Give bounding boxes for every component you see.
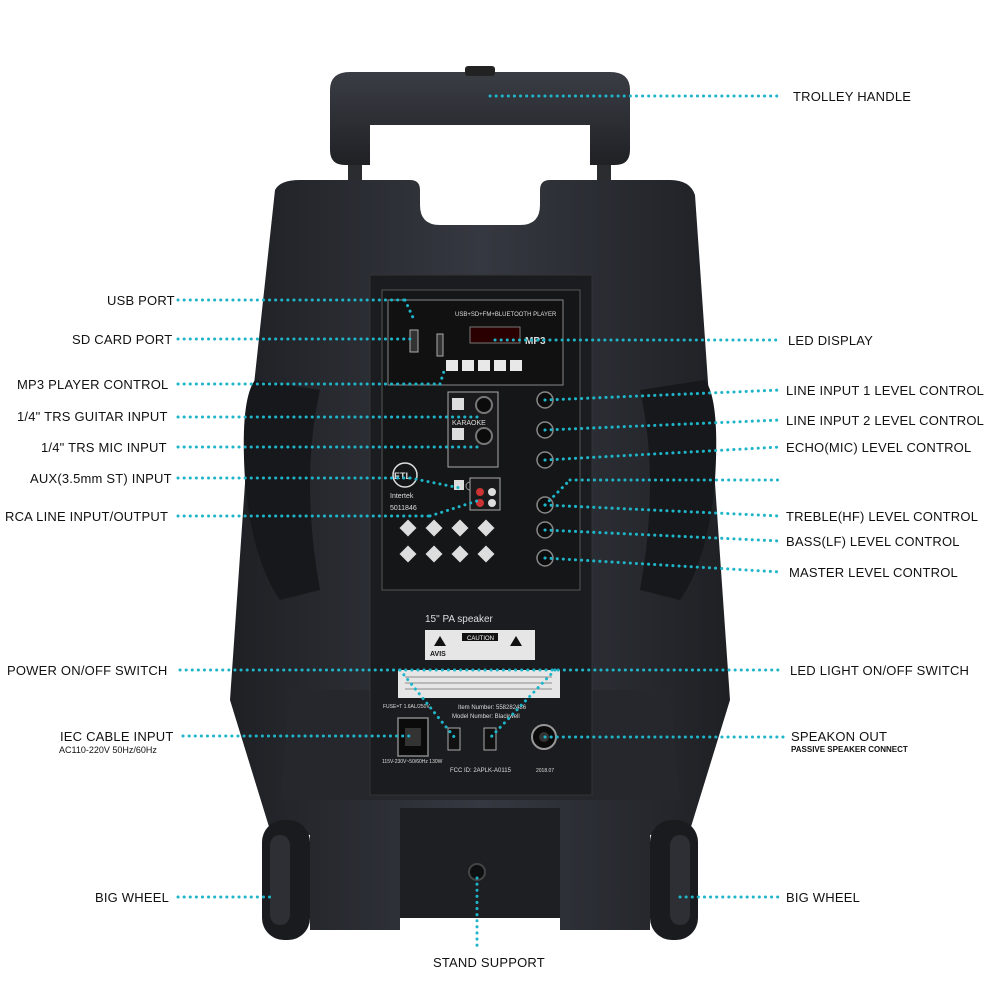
panel-date-text: 2018.07 (536, 768, 554, 774)
panel-modelno-text: Model Number: Blackwell (452, 714, 520, 720)
panel-etl-text: 5011846 (390, 505, 417, 512)
label-line2-level: LINE INPUT 2 LEVEL CONTROL (786, 413, 985, 428)
panel-karaoke-text: KARAOKE (452, 420, 486, 427)
label-iec-input: IEC CABLE INPUT (60, 729, 174, 744)
wheel-left (262, 820, 310, 940)
label-led-light-switch: LED LIGHT ON/OFF SWITCH (790, 663, 970, 678)
label-line1-level: LINE INPUT 1 LEVEL CONTROL (786, 383, 985, 398)
label-master-level: MASTER LEVEL CONTROL (789, 565, 958, 580)
label-stand-support: STAND SUPPORT (433, 955, 545, 970)
panel-mp3-text: MP3 (525, 336, 546, 347)
label-power-switch: POWER ON/OFF SWITCH (7, 663, 168, 678)
label-iec-input-sub: AC110-220V 50Hz/60Hz (59, 745, 157, 755)
label-sd-card-port: SD CARD PORT (72, 332, 173, 347)
label-guitar-input: 1/4" TRS GUITAR INPUT (17, 409, 168, 424)
wheel-right (650, 820, 698, 940)
panel-model-text: 15" PA speaker (425, 614, 494, 625)
label-aux-input: AUX(3.5mm ST) INPUT (30, 471, 172, 486)
svg-text:ETL: ETL (394, 471, 412, 481)
stand-socket (400, 808, 560, 918)
label-led-display: LED DISPLAY (788, 333, 874, 348)
label-big-wheel-right: BIG WHEEL (786, 890, 861, 905)
label-echo-level: ECHO(MIC) LEVEL CONTROL (786, 440, 972, 455)
panel-intertek-text: Intertek (390, 493, 414, 500)
label-trolley-handle: TROLLEY HANDLE (793, 89, 912, 104)
panel-caution-text: CAUTION (467, 636, 494, 642)
label-treble-level: TREBLE(HF) LEVEL CONTROL (786, 509, 979, 524)
panel-avis-text: AVIS (430, 651, 446, 658)
callout-leaders (176, 94, 787, 952)
panel-player-text: USB+SD+FM+BLUETOOTH PLAYER (455, 312, 557, 318)
label-speakon-out-sub: PASSIVE SPEAKER CONNECT (791, 745, 908, 754)
label-mic-input: 1/4" TRS MIC INPUT (41, 440, 167, 455)
panel-fuse-text: FUSE=T 1.6AL/250V (383, 704, 430, 710)
label-big-wheel-left: BIG WHEEL (95, 890, 170, 905)
panel-rating-text: 115V-230V~50/60Hz 130W (382, 759, 443, 765)
label-usb-port: USB PORT (107, 293, 175, 308)
panel-item-text: Item Number: 558282486 (458, 705, 527, 711)
label-bass-level: BASS(LF) LEVEL CONTROL (786, 534, 960, 549)
control-panel: USB+SD+FM+BLUETOOTH PLAYER MP3 KARAOKE E… (369, 274, 593, 796)
panel-fcc-text: FCC ID: 2APLK-A0115 (450, 768, 512, 774)
label-rca-line: RCA LINE INPUT/OUTPUT (5, 509, 169, 524)
label-speakon-out: SPEAKON OUT (791, 729, 888, 744)
label-mp3-player-control: MP3 PLAYER CONTROL (17, 377, 169, 392)
